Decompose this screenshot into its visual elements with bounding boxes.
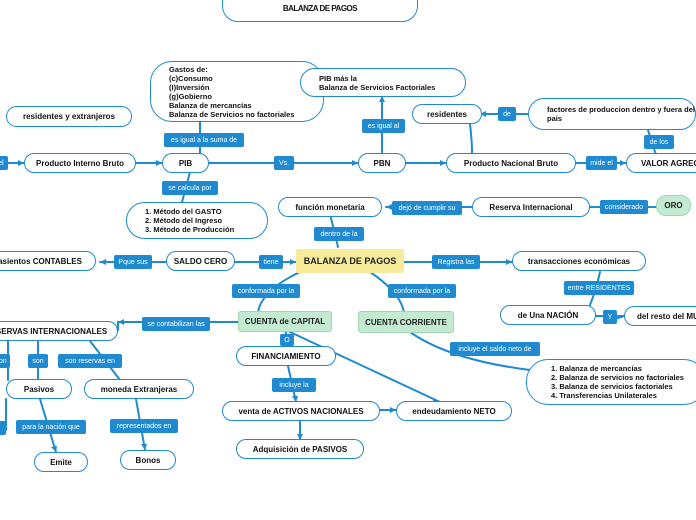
label-es-igual-al: es igual al [362,119,405,133]
node-cuenta-de-capital[interactable]: CUENTA de CAPITAL [238,311,332,332]
central-topic-balanza-de-pagos[interactable]: BALANZA DE PAGOS [296,249,404,273]
node-de-una-nacion[interactable]: de Una NACIÓN [500,305,596,325]
label-considerado: considerado [600,200,648,214]
label-dejo-de-cumplir-su: dejó de cumplir su [392,201,462,215]
label-registra-las: Registra las [432,255,480,269]
label-es-igual-a-la-suma-de: es igual a la suma de [164,133,244,147]
node-moneda-extranjera[interactable]: moneda Extranjeras [84,379,194,399]
node-financiamiento[interactable]: FINANCIAMIENTO [236,346,336,366]
node-endeudamiento-neto[interactable]: endeudamiento NETO [396,401,512,421]
label-para-la-nacion-que: para la nación que [16,420,86,434]
label-conformada-por-la-capital: conformada por la [232,284,300,298]
label-y: Y [603,310,617,324]
node-asientos-contables[interactable]: asientos CONTABLES [0,251,96,271]
node-reservas-internacionales[interactable]: RESERVAS INTERNACIONALES [0,321,118,341]
label-vs: Vs. [274,156,294,170]
label-entre-residentes: entre RESIDENTES [564,281,634,295]
label-tiene: tiene [259,255,283,269]
label-son-reservas-en: son reservas en [58,354,122,368]
node-valor-agregado[interactable]: VALOR AGREGADO [626,153,696,173]
node-producto-interno-bruto[interactable]: Producto Interno Bruto [24,153,136,173]
label-incluye-la: incluye la [272,378,316,392]
node-adquisicion-de-pasivos[interactable]: Adquisición de PASIVOS [236,439,364,459]
node-factores-de-produccion[interactable]: factores de produccion dentro y fuera de… [528,98,696,130]
label-mide-el: mide el [586,156,617,170]
node-emite[interactable]: Emite [34,452,88,472]
node-pib-mas-la-balanza[interactable]: PIB más la Balanza de Servicios Factoria… [300,68,466,97]
label-incluye-el-saldo-neto-de: incluye el saldo neto de [450,342,540,356]
label-se-calcula-por: se calcula por [162,181,218,195]
label-dentro-de-la: dentro de la [314,227,364,241]
label-son: son [28,354,48,368]
node-bonos[interactable]: Bonos [120,450,176,470]
label-se-contabilizan-las: se contabilizan las [142,317,210,331]
node-producto-nacional-bruto[interactable]: Producto Nacional Bruto [446,153,576,173]
node-gastos[interactable]: Gastos de: (c)Consumo (I)Inversión (g)Go… [150,61,324,122]
map-title: LA CONTABILIDAD NACIONAL Y LA BALANZA DE… [222,0,418,22]
label-de-los: de los [644,135,674,149]
node-reserva-internacional[interactable]: Reserva Internacional [472,197,590,217]
node-cuenta-corriente[interactable]: CUENTA CORRIENTE [358,311,454,333]
label-de: de [498,107,516,121]
node-residentes-y-extranjeros[interactable]: residentes y extranjeros [6,106,132,127]
node-pib[interactable]: PIB [162,153,209,173]
node-transacciones-economicas[interactable]: transacciones económicas [512,251,646,271]
label-representados-en: representados en [110,419,178,433]
node-funcion-monetaria[interactable]: función monetaria [278,197,382,217]
label-el: el [0,156,8,170]
label-pque-sus: Pque sus [114,255,152,269]
label-o: O [280,334,294,346]
node-pasivos[interactable]: Pasivos [6,379,72,399]
node-venta-de-activos-nacionales[interactable]: venta de ACTIVOS NACIONALES [222,401,380,421]
label-left-edge [0,421,6,435]
node-residentes[interactable]: residentes [412,104,482,124]
node-balanzas-list[interactable]: 1. Balanza de mercancías 2. Balanza de s… [526,359,696,405]
node-pbn[interactable]: PBN [358,153,406,173]
node-saldo-cero[interactable]: SALDO CERO [166,251,235,271]
node-del-resto-del-mundo[interactable]: del resto del MUNDO [624,306,696,326]
label-son-left: son [0,354,10,368]
node-oro[interactable]: ORO [656,195,691,216]
label-conformada-por-la-corriente: conformada por la [388,284,456,298]
node-metodos[interactable]: 1. Método del GASTO 2. Método del Ingres… [126,202,268,239]
